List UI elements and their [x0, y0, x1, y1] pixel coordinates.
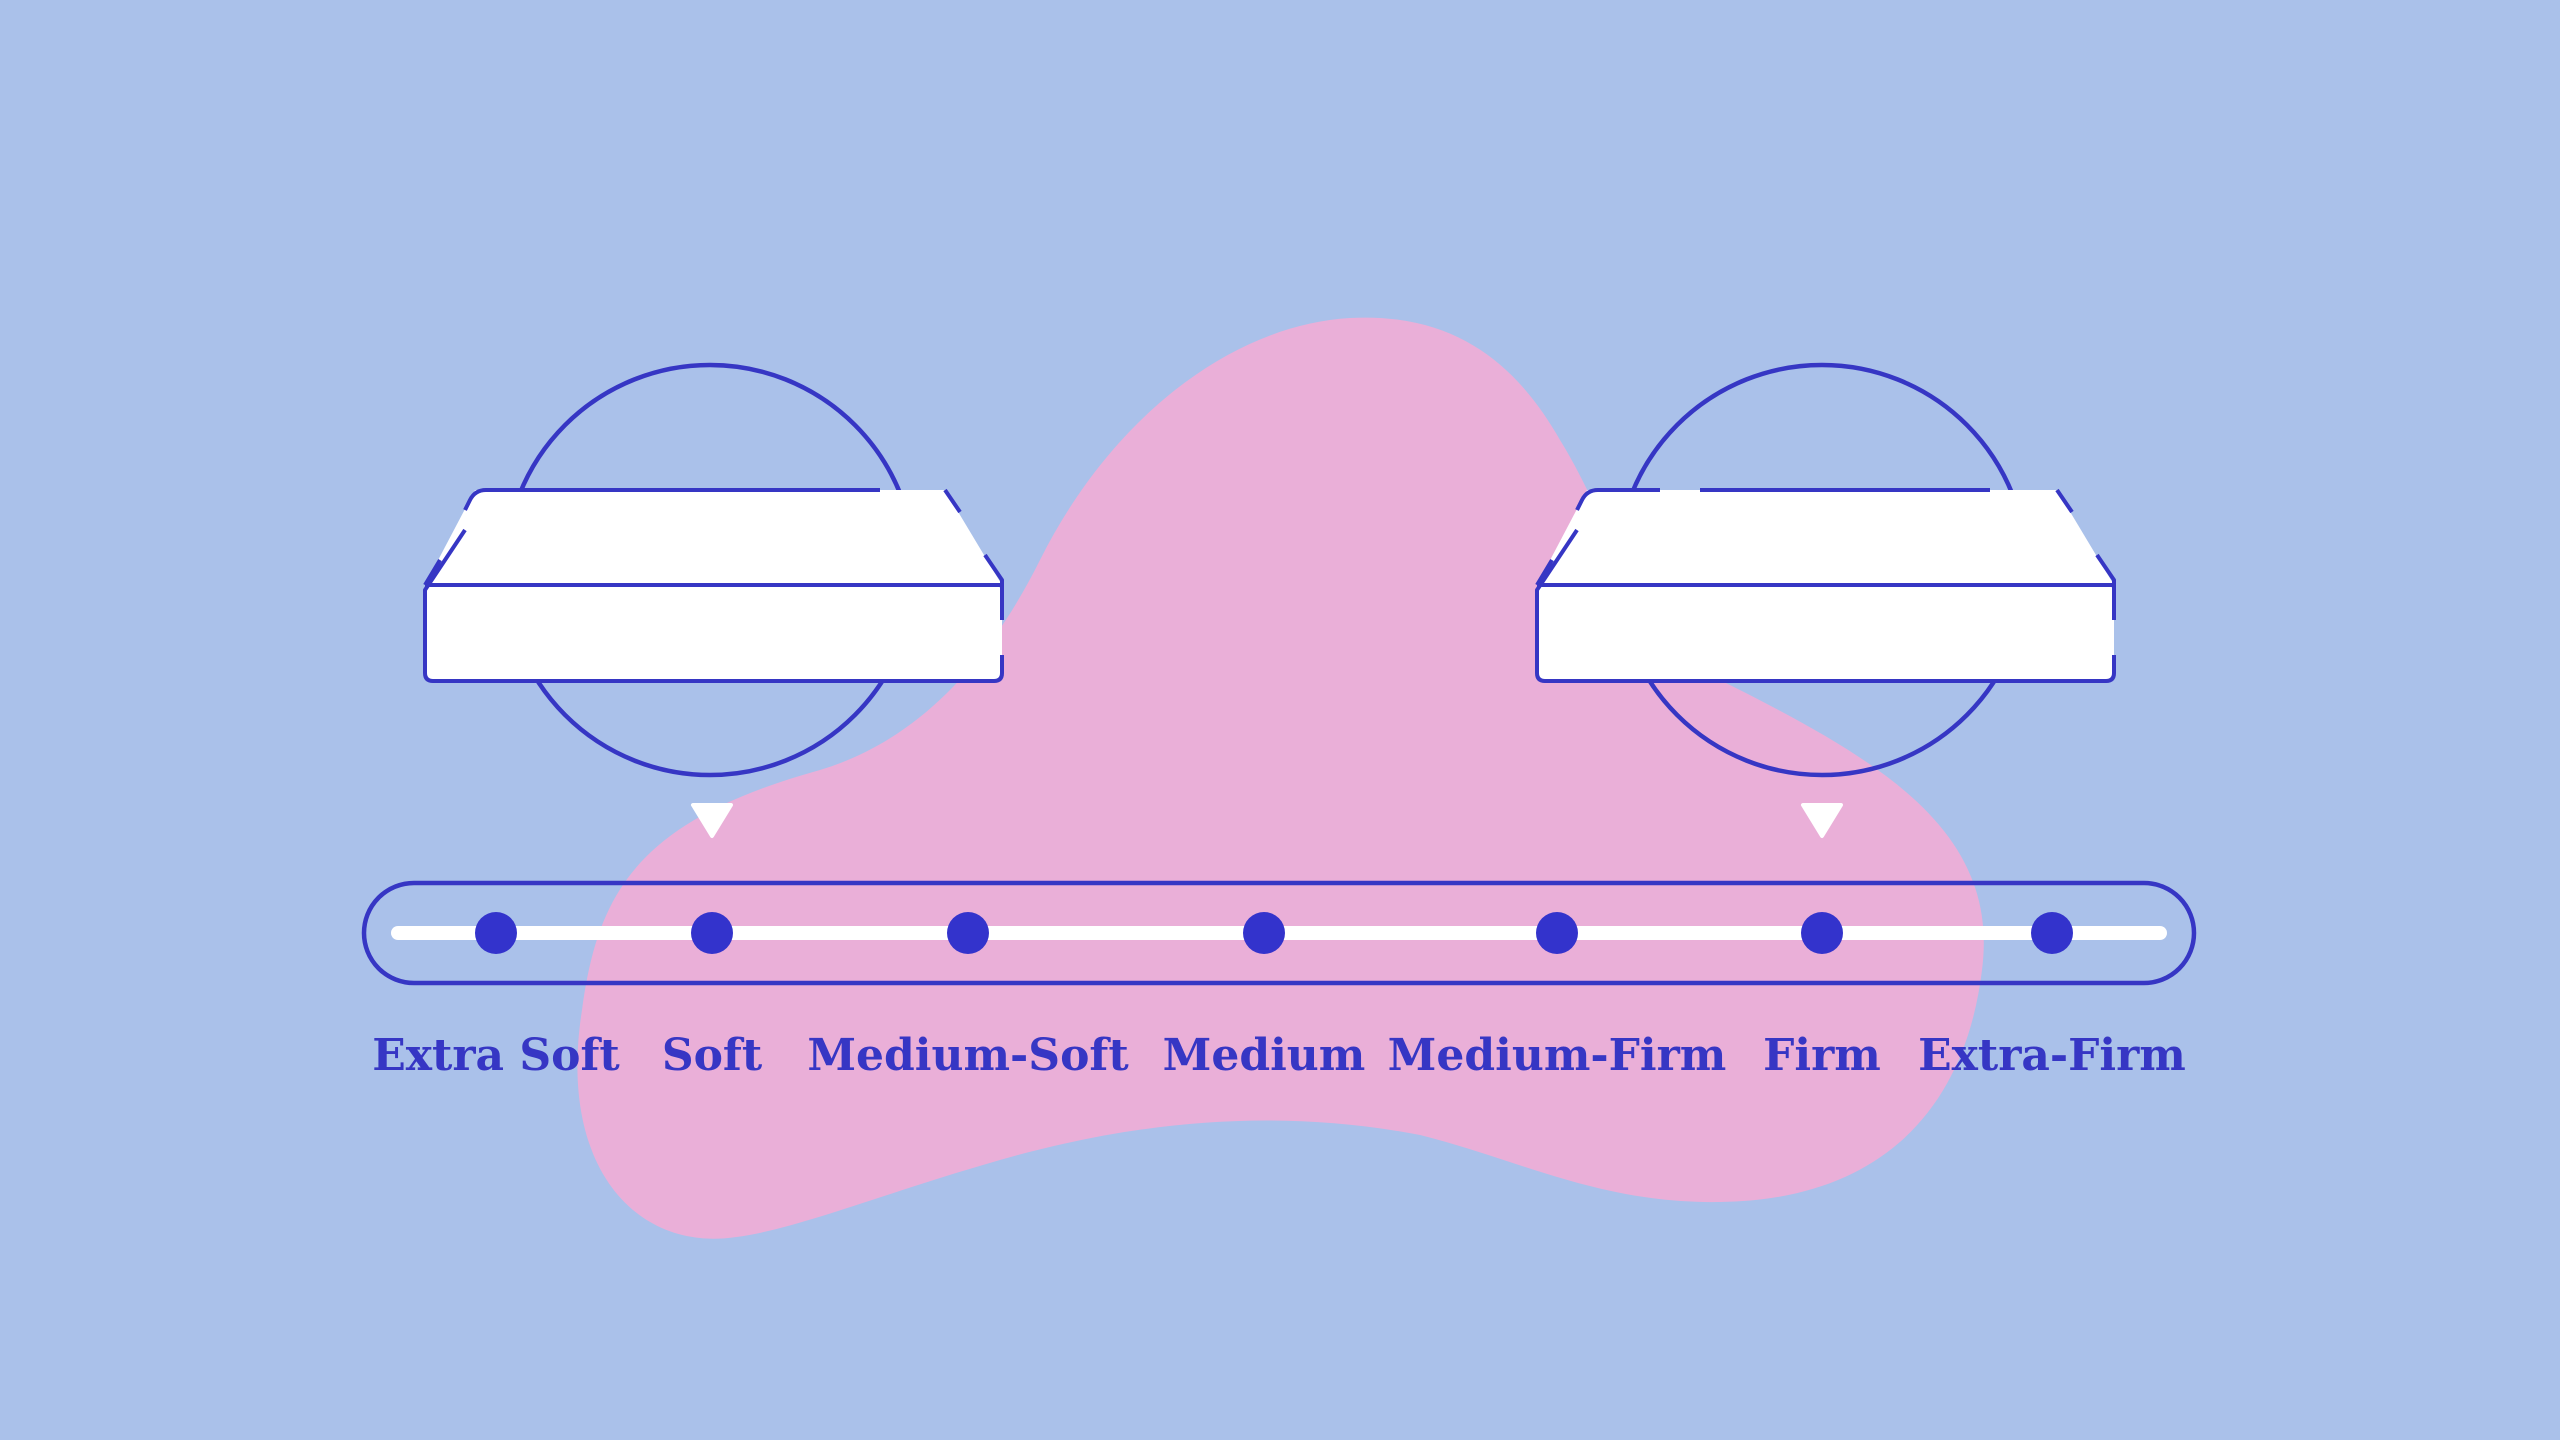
scale-dot-soft: [691, 912, 733, 954]
scale-label-medium-firm: Medium-Firm: [1388, 1030, 1727, 1081]
scale-label-medium: Medium: [1163, 1030, 1366, 1081]
scale-dot-firm: [1801, 912, 1843, 954]
scale-dot-extra-firm: [2031, 912, 2073, 954]
right-mattress-icon: [1535, 362, 2116, 778]
scale-label-soft: Soft: [662, 1030, 763, 1081]
scale-label-firm: Firm: [1763, 1030, 1881, 1081]
scale-label-medium-soft: Medium-Soft: [807, 1030, 1129, 1081]
background-blob: [577, 317, 1984, 1239]
down-triangle-icon: [1801, 803, 1843, 838]
scale-dot-medium: [1243, 912, 1285, 954]
scale-label-extra-firm: Extra-Firm: [1918, 1030, 2186, 1081]
scale-dot-medium-soft: [947, 912, 989, 954]
left-mattress-icon: [423, 362, 1004, 778]
down-triangle-icon: [691, 803, 733, 838]
scale-dot-extra-soft: [475, 912, 517, 954]
scale-dot-medium-firm: [1536, 912, 1578, 954]
scale-label-extra-soft: Extra Soft: [372, 1030, 620, 1081]
scale-track-outline: [361, 880, 2197, 986]
